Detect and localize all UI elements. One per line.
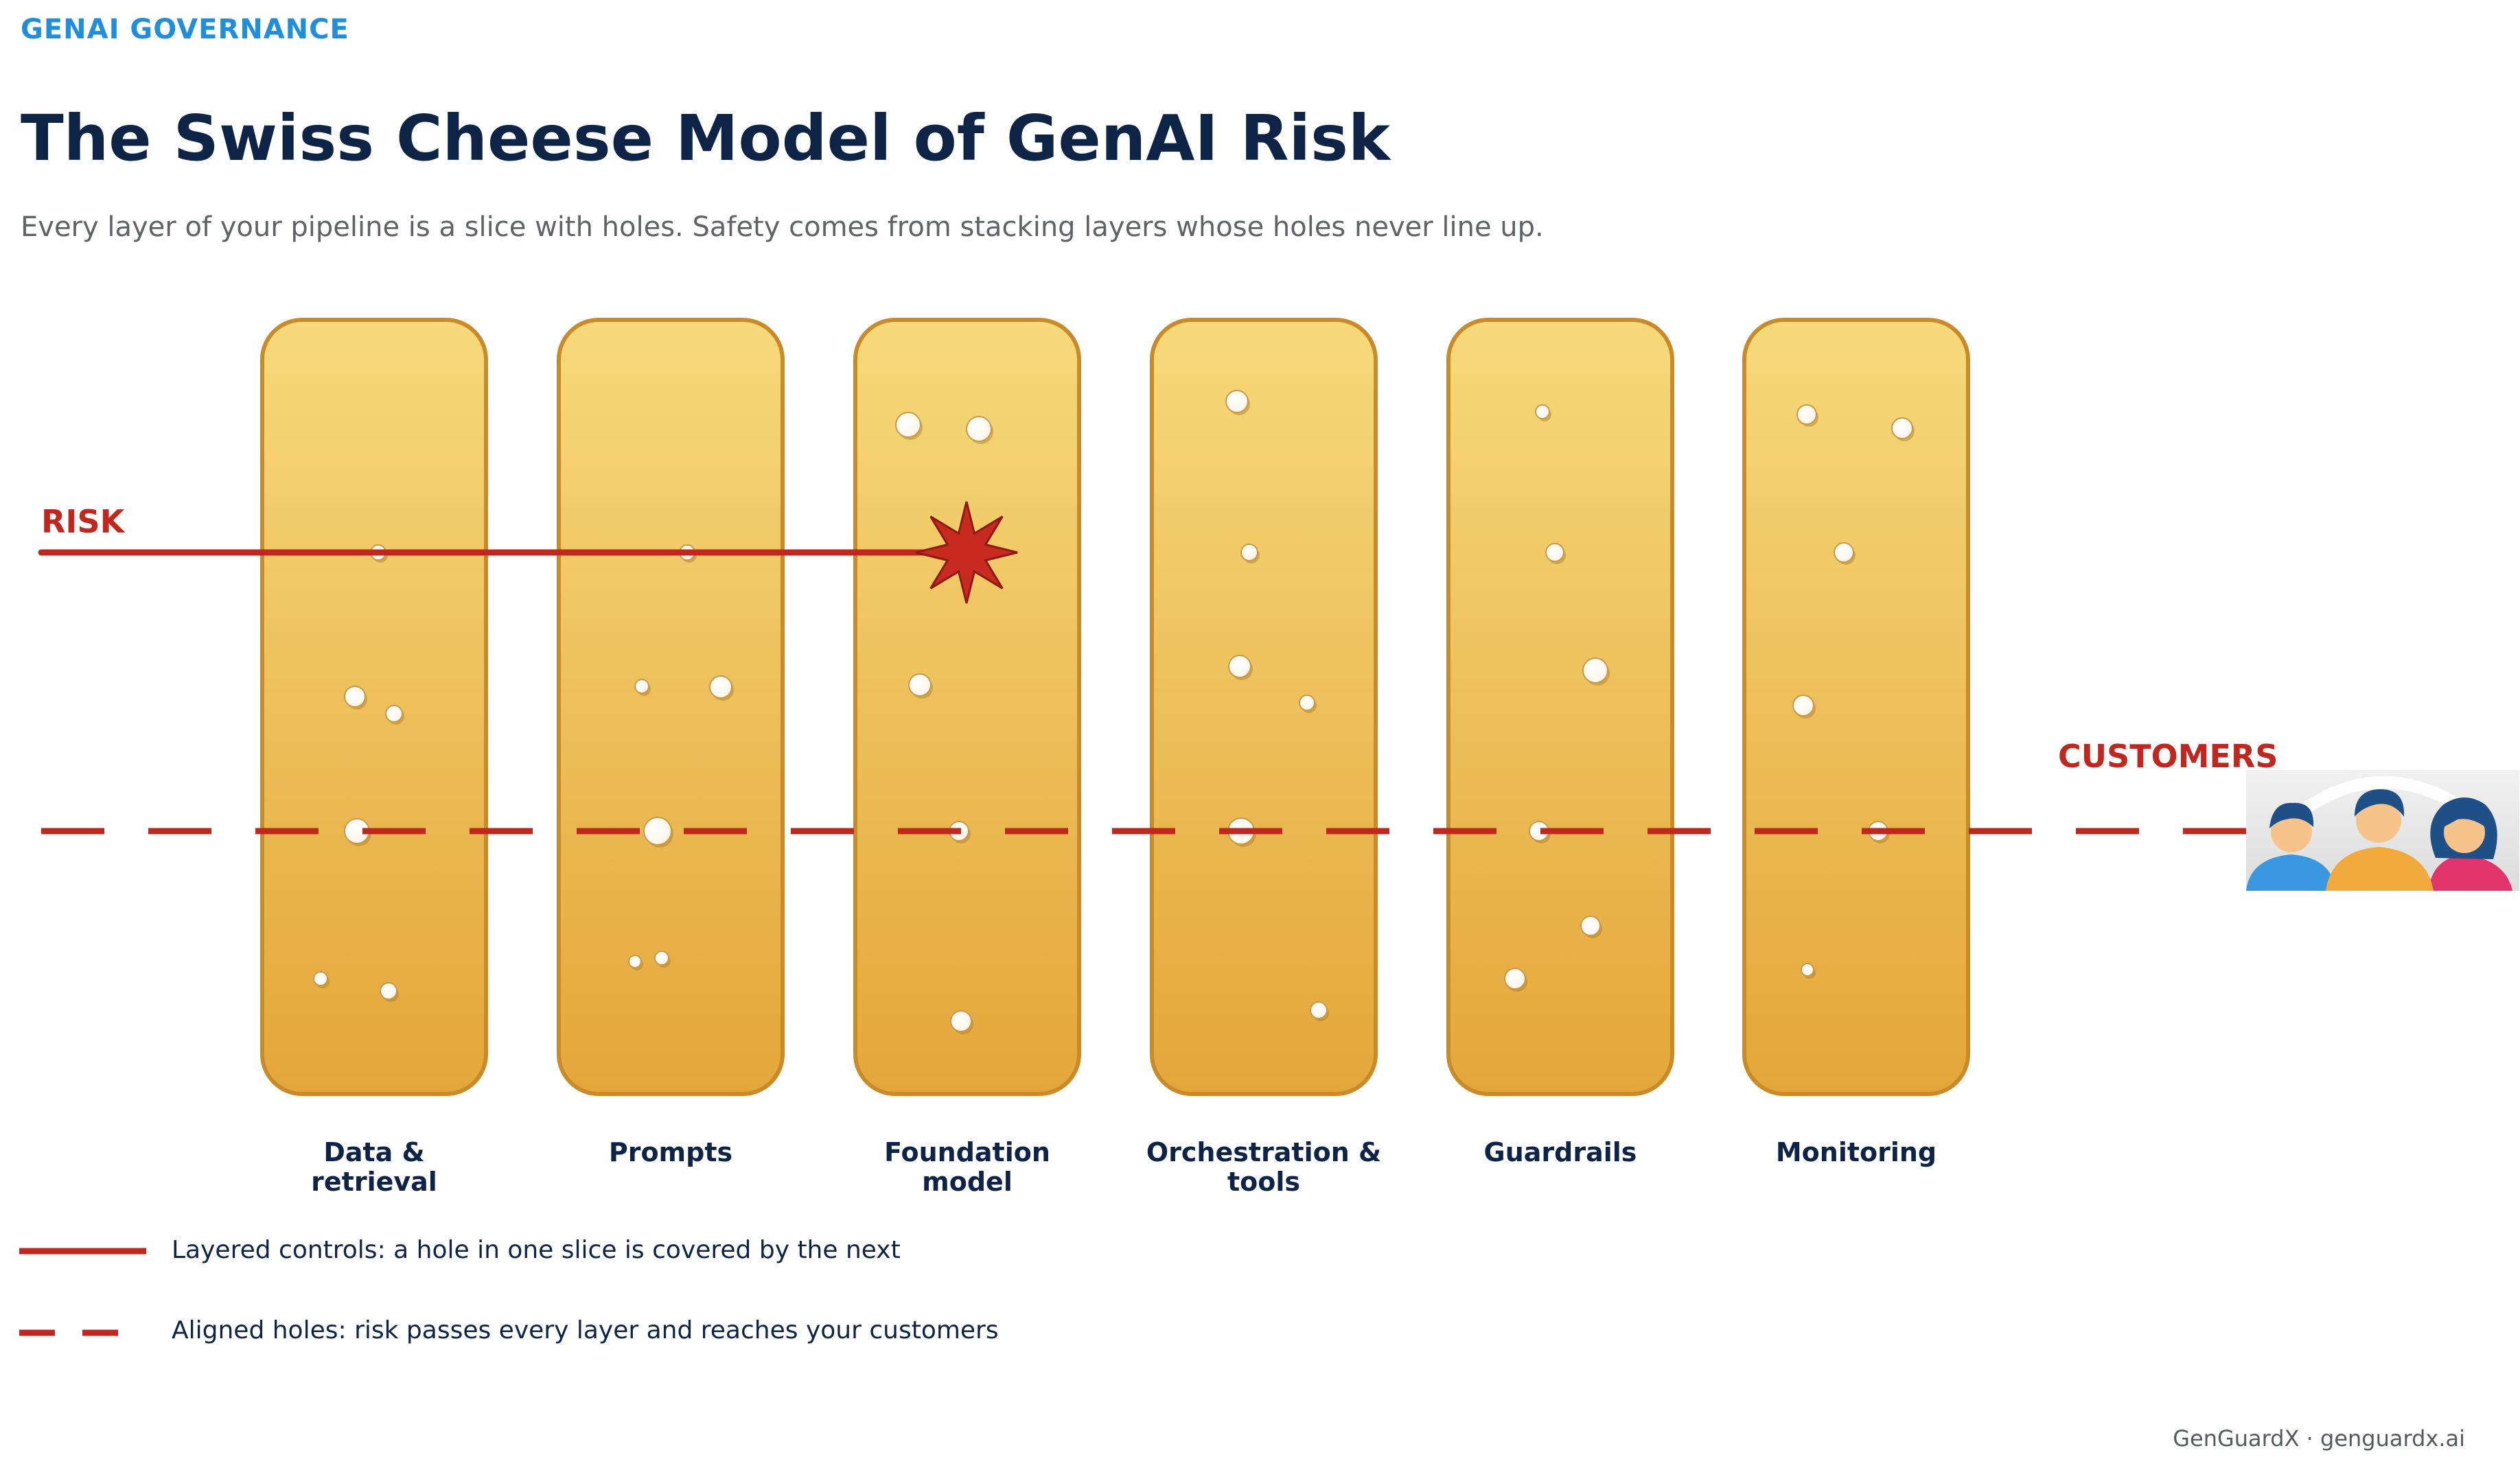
cheese-hole <box>1796 404 1817 425</box>
slice-label-line: Orchestration & <box>1146 1137 1381 1167</box>
footer-credit: GenGuardX · genguardx.ai <box>2173 1425 2465 1452</box>
cheese-hole <box>1299 695 1315 711</box>
cheese-slice-guardrails <box>1446 318 1674 1096</box>
cheese-hole <box>1310 1001 1328 1019</box>
cheese-hole <box>1834 542 1854 563</box>
cheese-hole <box>908 673 932 697</box>
cheese-slice-prompts <box>557 318 785 1096</box>
cheese-hole <box>654 951 669 966</box>
slice-label-line: Foundation <box>884 1137 1050 1167</box>
slice-label-line: tools <box>1227 1167 1300 1197</box>
cheese-hole <box>1545 543 1564 562</box>
cheese-hole <box>1792 695 1814 716</box>
slice-label-prompts: Prompts <box>609 1137 732 1167</box>
slice-label-monitoring: Monitoring <box>1776 1137 1937 1167</box>
cheese-hole <box>966 416 992 442</box>
cheese-hole <box>1225 390 1249 413</box>
cheese-hole <box>313 971 328 986</box>
cheese-slice-foundation-model <box>853 318 1081 1096</box>
cheese-hole <box>895 412 921 438</box>
slice-label-line: Prompts <box>609 1137 732 1167</box>
slice-label-line: Monitoring <box>1776 1137 1937 1167</box>
cheese-hole <box>344 686 366 708</box>
slice-label-line: model <box>922 1167 1013 1197</box>
slice-label-line: Data & <box>323 1137 424 1167</box>
cheese-hole <box>643 817 672 846</box>
customers-group-icon <box>2246 770 2519 891</box>
impact-burst-icon <box>915 501 1018 604</box>
slice-label-orchestration-tools: Orchestration &tools <box>1146 1137 1381 1197</box>
cheese-hole <box>634 679 649 694</box>
cheese-hole <box>709 675 732 699</box>
page-title: The Swiss Cheese Model of GenAI Risk <box>21 102 1391 175</box>
cheese-hole <box>1891 417 1913 439</box>
customers-label: CUSTOMERS <box>2058 738 2278 775</box>
legend-solid-text: Layered controls: a hole in one slice is… <box>172 1236 901 1264</box>
cheese-slice-monitoring <box>1742 318 1970 1096</box>
slice-label-guardrails: Guardrails <box>1484 1137 1637 1167</box>
cheese-hole <box>1240 544 1258 561</box>
slice-label-line: Guardrails <box>1484 1137 1637 1167</box>
cheese-hole <box>1580 916 1601 936</box>
slice-label-data-retrieval: Data &retrieval <box>311 1137 437 1197</box>
cheese-hole <box>1504 968 1526 990</box>
cheese-hole <box>380 982 397 1000</box>
eyebrow-label: GENAI GOVERNANCE <box>21 14 349 45</box>
cheese-hole <box>1228 655 1251 678</box>
cheese-slice-data-retrieval <box>260 318 488 1096</box>
legend-dashed-text: Aligned holes: risk passes every layer a… <box>172 1316 999 1344</box>
cheese-hole <box>1801 963 1814 977</box>
cheese-hole <box>1582 657 1608 684</box>
cheese-slice-orchestration-tools <box>1150 318 1378 1096</box>
cheese-hole <box>385 705 403 723</box>
cheese-hole <box>628 955 642 968</box>
cheese-hole <box>1535 404 1550 419</box>
risk-label: RISK <box>41 503 126 540</box>
cheese-hole <box>950 1010 972 1032</box>
slice-label-line: retrieval <box>311 1167 437 1197</box>
page-subtitle: Every layer of your pipeline is a slice … <box>21 211 1544 243</box>
